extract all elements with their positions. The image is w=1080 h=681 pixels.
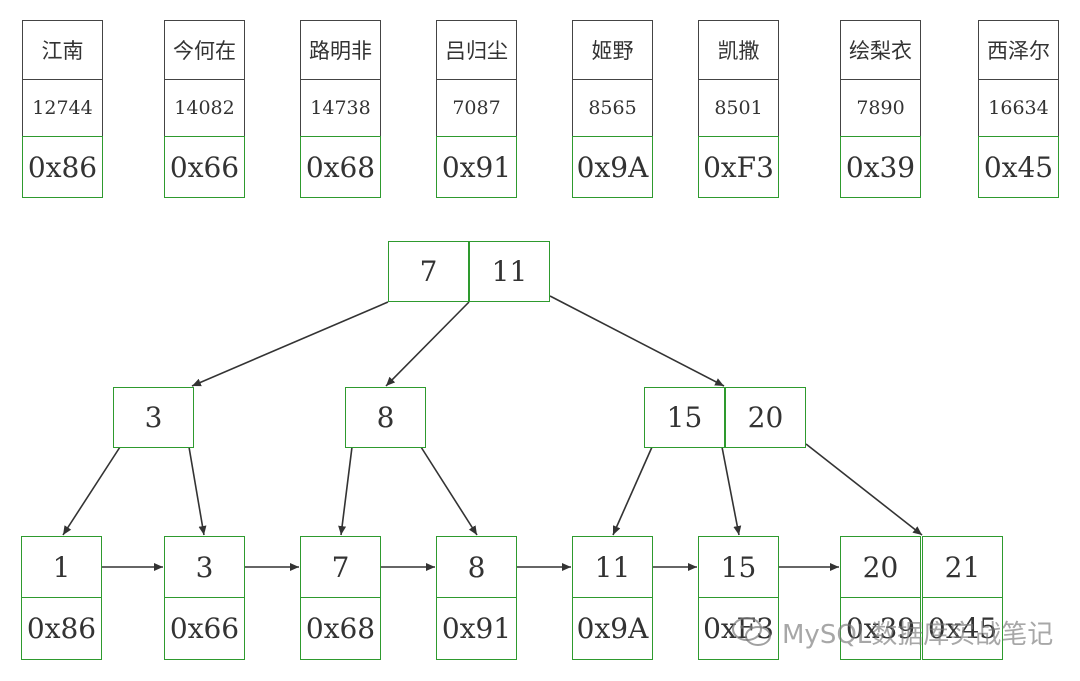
edge-3-to-leaf-3 (188, 446, 207, 536)
internal-node-key: 3 (113, 387, 194, 448)
leaf-address: 0x39 (840, 597, 921, 660)
leaf-address: 0x86 (21, 597, 102, 660)
leaf-address: 0x9A (572, 597, 653, 660)
edge-root-to-node-8 (385, 301, 470, 387)
watermark-text: MySQL数据库实战笔记 (782, 619, 1054, 650)
leaf-key: 7 (300, 536, 381, 598)
leaf-key: 11 (572, 536, 653, 598)
table-name-cell: 吕归尘 (436, 20, 517, 80)
internal-node-key: 8 (345, 387, 426, 448)
edge-20-to-leaf-20 (805, 443, 923, 536)
table-salary-cell: 8501 (698, 79, 779, 137)
table-salary-cell: 7890 (840, 79, 921, 137)
leaf-key: 3 (164, 536, 245, 598)
edge-15-to-leaf-15 (721, 446, 742, 536)
table-salary-cell: 12744 (22, 79, 103, 137)
edge-3-to-leaf-1 (62, 446, 121, 536)
table-address-cell: 0x9A (572, 136, 653, 198)
table-name-cell: 江南 (22, 20, 103, 80)
leaf-key: 1 (21, 536, 102, 598)
leaf-address: 0x66 (164, 597, 245, 660)
edge-15-to-leaf-11 (612, 446, 653, 536)
edge-8-to-leaf-8 (420, 446, 478, 536)
table-name-cell: 绘梨衣 (840, 20, 921, 80)
root-key: 7 (388, 241, 469, 302)
table-name-cell: 路明非 (300, 20, 381, 80)
table-address-cell: 0x66 (164, 136, 245, 198)
table-name-cell: 姬野 (572, 20, 653, 80)
wechat-icon (732, 617, 771, 646)
leaf-address: 0x91 (436, 597, 517, 660)
table-salary-cell: 16634 (978, 79, 1059, 137)
table-salary-cell: 14738 (300, 79, 381, 137)
leaf-key: 20 (840, 536, 921, 598)
edge-root-to-node-15-20 (549, 295, 725, 387)
internal-node-key: 20 (725, 387, 806, 448)
leaf-key: 15 (698, 536, 779, 598)
watermark: MySQL数据库实战笔记 (730, 612, 1053, 652)
table-salary-cell: 14082 (164, 79, 245, 137)
leaf-address: 0x45 (922, 597, 1003, 660)
edge-root-to-node-3 (191, 301, 389, 387)
table-address-cell: 0x39 (840, 136, 921, 198)
leaf-key: 21 (922, 536, 1003, 598)
edge-8-to-leaf-7 (338, 446, 353, 536)
table-address-cell: 0x91 (436, 136, 517, 198)
table-salary-cell: 7087 (436, 79, 517, 137)
table-salary-cell: 8565 (572, 79, 653, 137)
table-address-cell: 0x86 (22, 136, 103, 198)
table-address-cell: 0x45 (978, 136, 1059, 198)
root-key: 11 (469, 241, 550, 302)
leaf-key: 8 (436, 536, 517, 598)
table-name-cell: 西泽尔 (978, 20, 1059, 80)
leaf-address: 0x68 (300, 597, 381, 660)
table-name-cell: 凯撒 (698, 20, 779, 80)
table-address-cell: 0x68 (300, 136, 381, 198)
table-name-cell: 今何在 (164, 20, 245, 80)
table-address-cell: 0xF3 (698, 136, 779, 198)
internal-node-key: 15 (644, 387, 725, 448)
